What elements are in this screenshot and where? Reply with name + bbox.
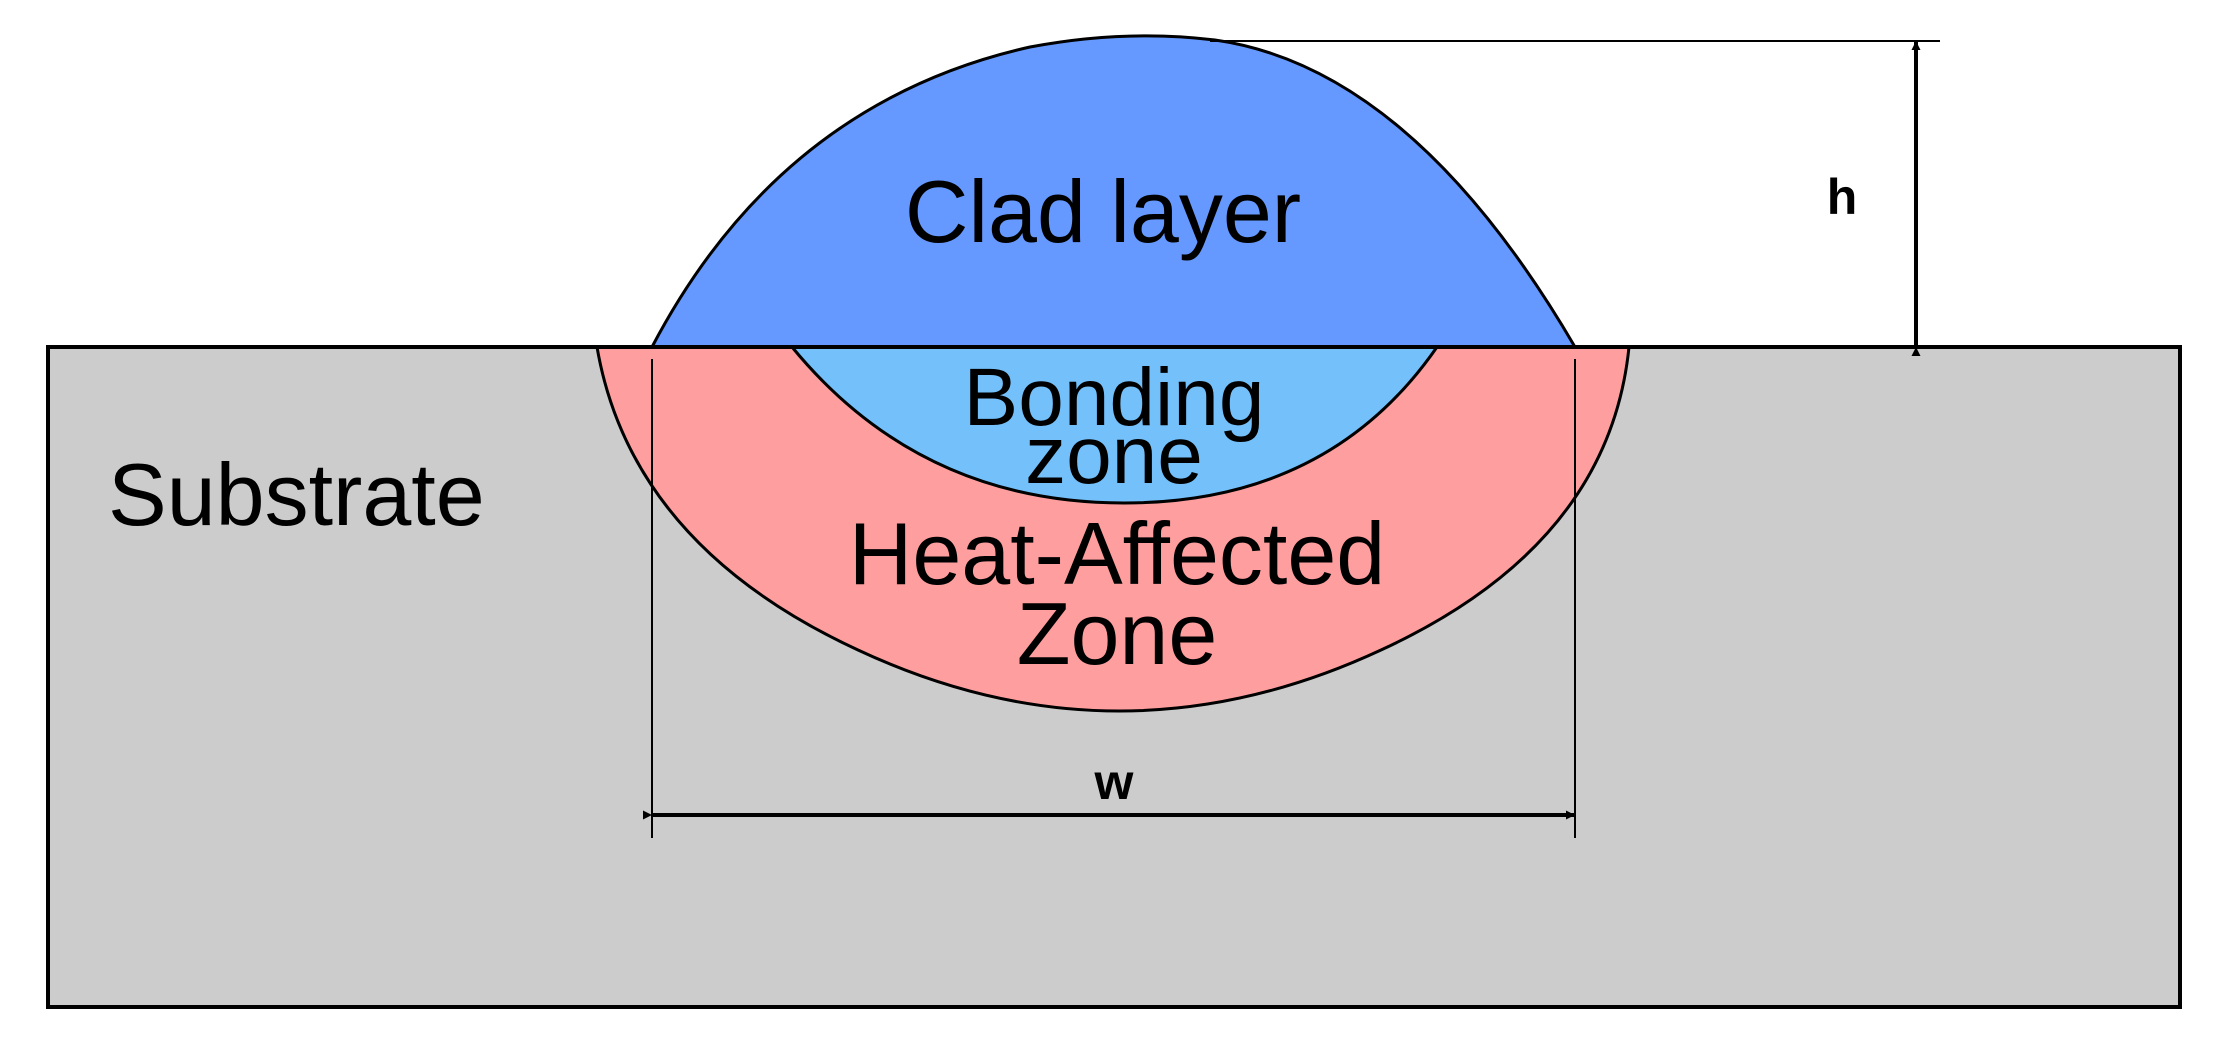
substrate-label: Substrate bbox=[108, 445, 485, 544]
bonding-zone-region bbox=[788, 345, 1440, 505]
width-label: w bbox=[1094, 754, 1134, 810]
bonding-zone-label-line1: Bonding bbox=[964, 352, 1265, 443]
heat-affected-zone-region bbox=[595, 345, 1631, 713]
clad-layer-region bbox=[649, 34, 1578, 349]
bonding-zone-label-line2: zone bbox=[1025, 410, 1203, 501]
height-label: h bbox=[1827, 169, 1858, 225]
heat-affected-zone-label-line1: Heat-Affected bbox=[849, 504, 1385, 603]
heat-affected-zone-label-line2: Zone bbox=[1017, 584, 1218, 683]
clad-layer-label: Clad layer bbox=[905, 162, 1301, 261]
